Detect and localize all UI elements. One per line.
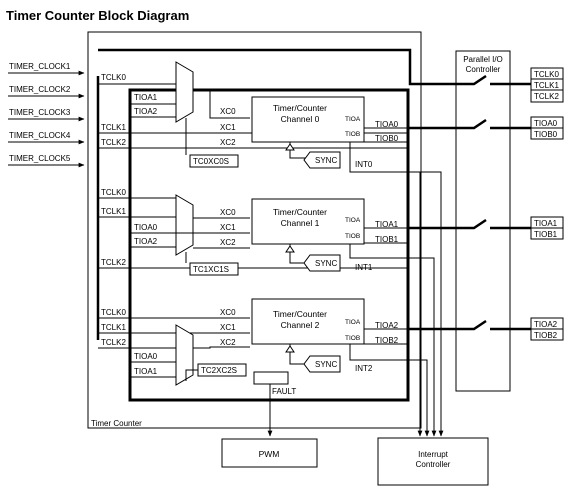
channel-1: TIOA0 TIOA2 XC0 XC1 XC2 TC1XC1S Timer/Co… (130, 194, 437, 437)
ch2-tioa1-in: TIOA1 (134, 367, 158, 376)
pin-tiob0: TIOB0 (534, 130, 558, 139)
timer-counter-channel-0 (251, 96, 365, 143)
tc0xc0s-register (189, 154, 239, 168)
timer-clock5-label: TIMER_CLOCK5 (9, 154, 71, 163)
tc1xc1s-register (189, 262, 239, 276)
pin-tiob2: TIOB2 (534, 331, 558, 340)
pio-title-line2: Controller (466, 65, 501, 74)
channel-2: TIOA0 TIOA1 XC0 XC1 XC2 TC2XC2S Timer/Co… (130, 298, 430, 437)
channel-0-title-line2: Channel 0 (281, 114, 320, 124)
pin-tioa1: TIOA1 (534, 219, 558, 228)
ch1-sync-label: SYNC (315, 259, 337, 268)
channel-1-title-line2: Channel 1 (281, 218, 320, 228)
ch2-tiob-port: TIOB (345, 335, 360, 342)
sync-ch2 (303, 355, 341, 373)
channel-0-title-line1: Timer/Counter (273, 103, 327, 113)
ch2-tioa0-in: TIOA0 (134, 352, 158, 361)
ch1-tioa2-in: TIOA2 (134, 237, 158, 246)
channel-0: TIOA1 TIOA2 XC0 XC1 XC2 TC0XC0S Timer/Co… (130, 61, 444, 437)
mux-channel-2 (175, 324, 194, 386)
ch1-xc2: XC2 (220, 238, 236, 247)
tclk1-label-ch1: TCLK1 (101, 207, 126, 216)
pwm-block (221, 438, 318, 468)
timer-counter-channel-2 (251, 298, 365, 345)
ch1-tioa0-in: TIOA0 (134, 223, 158, 232)
sync-ch1 (303, 254, 341, 272)
ch1-xc0: XC0 (220, 208, 236, 217)
ch0-tiob-port: TIOB (345, 131, 360, 138)
pin-tclk0: TCLK0 (534, 70, 559, 79)
ch0-tioa1-in: TIOA1 (134, 93, 158, 102)
pin-tioa2: TIOA2 (534, 320, 558, 329)
timer-clock1-label: TIMER_CLOCK1 (9, 62, 71, 71)
ch2-xc2: XC2 (220, 338, 236, 347)
ch1-tiob1-out: TIOB1 (375, 235, 399, 244)
interrupt-controller (377, 437, 489, 486)
timer-clock2-label: TIMER_CLOCK2 (9, 85, 71, 94)
timer-counter-channel-1 (251, 198, 365, 245)
mux-channel-0 (175, 61, 194, 123)
pio-connections (98, 48, 531, 331)
tclk0-label-ch2: TCLK0 (101, 308, 126, 317)
sync-ch0 (303, 151, 341, 169)
tc0xc0s-label: TC0XC0S (193, 157, 229, 166)
interrupt-controller-line2: Controller (416, 460, 451, 469)
tclk1-label-ch0: TCLK1 (101, 123, 126, 132)
tclk0-label-ch0: TCLK0 (101, 73, 126, 82)
tclk1-label-ch2: TCLK1 (101, 323, 126, 332)
channel-2-title-line1: Timer/Counter (273, 309, 327, 319)
fault-label: FAULT (272, 387, 296, 396)
ch0-xc1: XC1 (220, 123, 236, 132)
pin-tioa0: TIOA0 (534, 119, 558, 128)
channel-1-title-line1: Timer/Counter (273, 207, 327, 217)
diagram-title: Timer Counter Block Diagram (6, 8, 189, 23)
ch1-int1: INT1 (355, 263, 373, 272)
pin-tclk1: TCLK1 (534, 81, 559, 90)
tclk2-label-ch2: TCLK2 (101, 338, 126, 347)
channel-frame (128, 88, 410, 402)
ch2-tioa-port: TIOA (345, 319, 361, 326)
tc2xc2s-label: TC2XC2S (201, 366, 237, 375)
ch2-xc1: XC1 (220, 323, 236, 332)
fault-box (253, 371, 289, 385)
ch0-xc2: XC2 (220, 138, 236, 147)
ch0-sync-label: SYNC (315, 156, 337, 165)
tclk2-label-ch0: TCLK2 (101, 138, 126, 147)
ch1-tioa1-out: TIOA1 (375, 220, 399, 229)
ch0-tioa2-in: TIOA2 (134, 107, 158, 116)
ch2-xc0: XC0 (220, 308, 236, 317)
mux-channel-1 (175, 194, 194, 256)
ch2-tioa2-out: TIOA2 (375, 321, 399, 330)
channel-2-title-line2: Channel 2 (281, 320, 320, 330)
ch2-sync-label: SYNC (315, 360, 337, 369)
timer-counter-block (87, 31, 422, 429)
ch2-tiob2-out: TIOB2 (375, 336, 399, 345)
ch0-tioa0-out: TIOA0 (375, 120, 399, 129)
ch1-tiob-port: TIOB (345, 233, 360, 240)
tc2xc2s-register (197, 363, 247, 377)
tc1xc1s-label: TC1XC1S (193, 265, 229, 274)
ch0-tiob0-out: TIOB0 (375, 134, 399, 143)
ch1-xc1: XC1 (220, 223, 236, 232)
ch0-xc0: XC0 (220, 107, 236, 116)
timer-clock3-label: TIMER_CLOCK3 (9, 108, 71, 117)
pin-tiob1: TIOB1 (534, 230, 558, 239)
ch2-int2: INT2 (355, 364, 373, 373)
ch0-tioa-port: TIOA (345, 116, 361, 123)
pio-title-line1: Parallel I/O (463, 55, 503, 64)
timer-clock-inputs: TIMER_CLOCK1 TIMER_CLOCK2 TIMER_CLOCK3 T… (8, 62, 85, 168)
pwm-label: PWM (259, 449, 280, 459)
tclk2-label-ch1: TCLK2 (101, 258, 126, 267)
interrupt-controller-line1: Interrupt (418, 450, 449, 459)
tclk0-label-ch1: TCLK0 (101, 188, 126, 197)
pin-tclk2: TCLK2 (534, 92, 559, 101)
timer-clock4-label: TIMER_CLOCK4 (9, 131, 71, 140)
ch0-int0: INT0 (355, 160, 373, 169)
external-pins: TCLK0 TCLK1 TCLK2 TIOA0 TIOB0 TIOA1 TIOB… (530, 67, 564, 341)
ch1-tioa-port: TIOA (345, 217, 361, 224)
timer-counter-label: Timer Counter (91, 419, 142, 428)
